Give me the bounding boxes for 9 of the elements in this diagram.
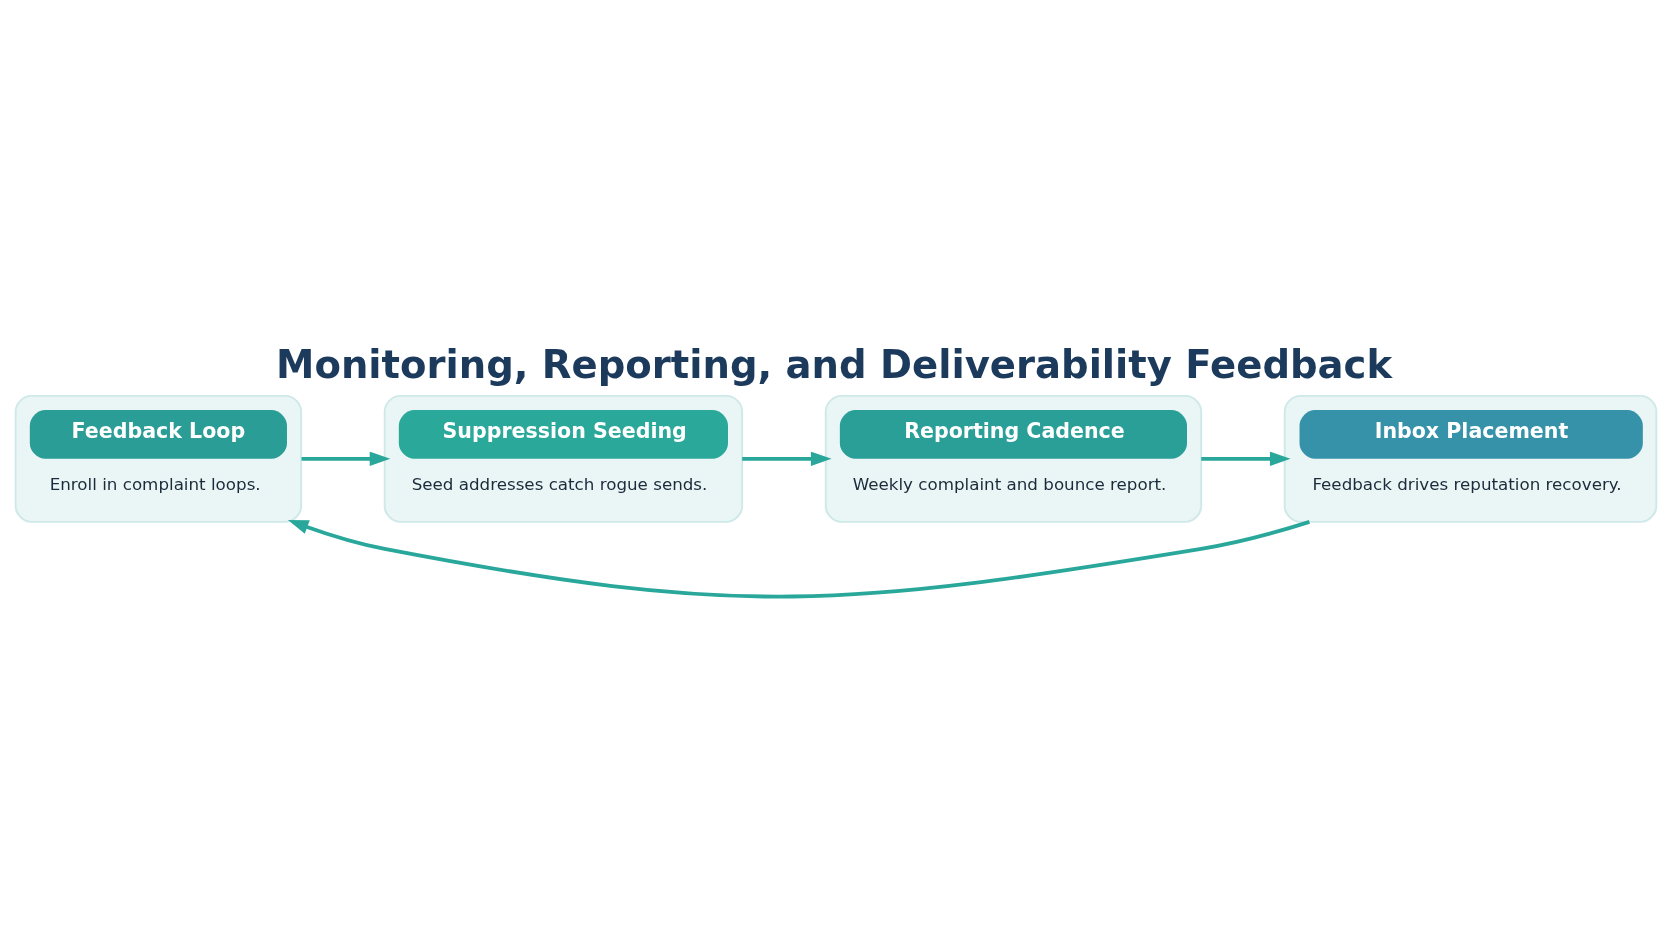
node-box: Feedback Loop Enroll in complaint loops. (14, 394, 303, 523)
arrow (287, 519, 1310, 599)
diagram-title: Monitoring, Reporting, and Deliverability Feedback (276, 341, 1393, 387)
arrow (301, 451, 391, 467)
node-box: Suppression Seeding Seed addresses catch rogue sends. (383, 394, 744, 523)
node-box: Inbox Placement Feedback drives reputation recovery. (1283, 394, 1658, 523)
arrow (1201, 451, 1291, 467)
node-box: Reporting Cadence Weekly complaint and bounce report. (824, 394, 1203, 523)
arrow (742, 451, 832, 467)
